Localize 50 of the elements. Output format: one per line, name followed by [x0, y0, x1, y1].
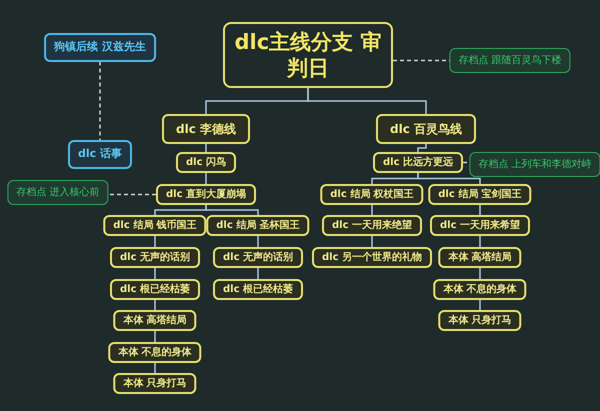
step-box: dlc 一天用来希望 [430, 215, 530, 236]
step-box: 本体 不息的身体 [108, 342, 202, 363]
save-point-box: 存档点 跟随百灵鸟下楼 [449, 48, 571, 73]
step-box: 本体 高塔结局 [113, 310, 197, 331]
connector-line [417, 144, 427, 152]
connector-line [479, 300, 481, 310]
step-box: 本体 不息的身体 [433, 279, 527, 300]
step-box: dlc 结局 圣杯国王 [206, 215, 310, 236]
step-box: dlc 无声的话别 [110, 247, 200, 268]
side-story-box: dlc 话事 [68, 140, 132, 168]
step-box: dlc 根已经枯萎 [110, 279, 200, 300]
connector-line [371, 205, 373, 215]
connector-line [479, 205, 481, 215]
step-box: dlc 闪鸟 [176, 152, 236, 173]
connector-line [99, 62, 101, 140]
connector-line [154, 268, 156, 279]
connector-line [463, 162, 470, 164]
step-box: dlc 结局 钱币国王 [103, 215, 207, 236]
connector-line [479, 236, 481, 247]
connector-line [479, 268, 481, 279]
step-box: dlc 一天用来绝望 [322, 215, 422, 236]
step-box: dlc 直到大厦崩塌 [156, 184, 256, 205]
connector-line [205, 173, 207, 184]
connector-line [154, 363, 156, 373]
step-box: dlc 结局 权杖国王 [320, 184, 424, 205]
branch-box: dlc 百灵鸟线 [376, 114, 476, 144]
step-box: dlc 无声的话别 [213, 247, 303, 268]
step-box: dlc 另一个世界的礼物 [312, 247, 432, 268]
connector-line [205, 205, 259, 215]
title-box: dlc主线分支 审判日 [223, 22, 393, 88]
step-box: 本体 只身打马 [113, 373, 197, 394]
side-story-box: 狗镇后续 汉兹先生 [44, 33, 156, 62]
step-box: dlc 根已经枯萎 [213, 279, 303, 300]
connector-line [154, 331, 156, 342]
step-box: 本体 高塔结局 [438, 247, 522, 268]
connector-line [257, 268, 259, 279]
connector-line [417, 173, 481, 184]
save-point-box: 存档点 进入核心前 [7, 180, 109, 205]
connector-line [108, 194, 156, 196]
branch-box: dlc 李德线 [162, 114, 250, 144]
connector-line [154, 300, 156, 310]
connector-line [154, 236, 156, 247]
step-box: 本体 只身打马 [438, 310, 522, 331]
connector-line [307, 88, 427, 114]
connector-line [205, 144, 207, 152]
step-box: dlc 比远方更远 [373, 152, 463, 173]
save-point-box: 存档点 上列车和李德对峙 [469, 152, 600, 177]
connector-line [257, 236, 259, 247]
connector-line [371, 236, 373, 247]
step-box: dlc 结局 宝剑国王 [428, 184, 532, 205]
